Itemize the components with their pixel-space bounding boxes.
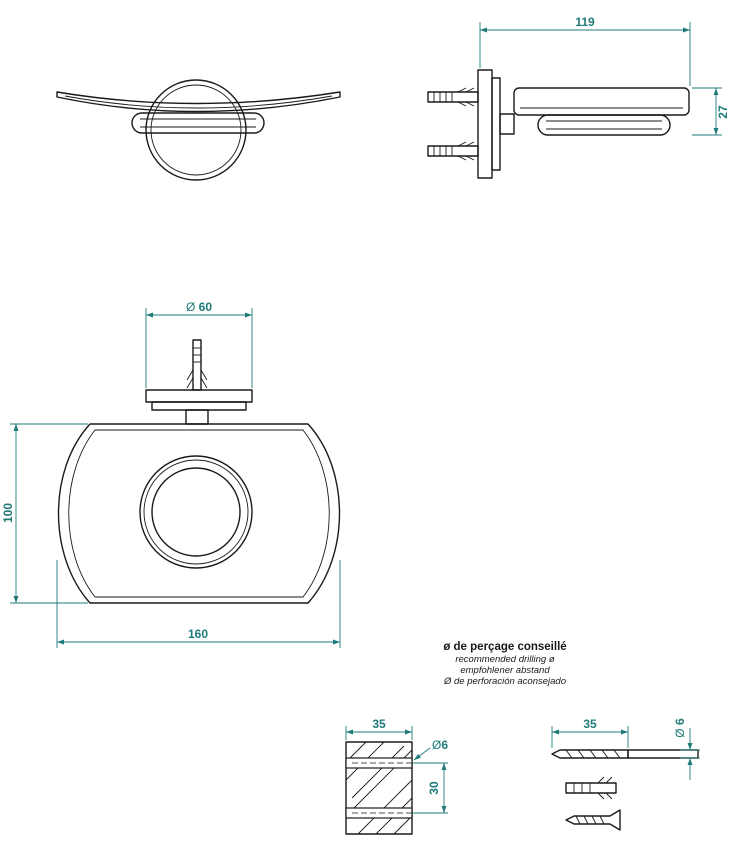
flange-plate [491,77,501,171]
drilling-note-en: recommended drilling ø [455,654,555,665]
drilling-note-title: ø de perçage conseillé [443,641,567,653]
dim-flange-value: 60 [199,300,213,314]
wall-plug [565,776,617,800]
dim-hole-diameter-value: 6 [441,738,448,752]
side-view: 119 27 [427,15,730,179]
top-flange [145,389,253,403]
drilling-note-de: empfohlener abstand [460,665,550,676]
wall-section: 35 Ø6 30 [345,717,448,835]
dim-flange-label: Ø 60 [186,300,212,314]
dim-hole-depth-label: 35 [372,717,386,731]
drilling-note-es: Ø de perforación aconsejado [444,676,566,687]
ring-inner [151,467,241,557]
ring-outer [139,455,253,569]
top-view: Ø 60 100 160 [1,300,341,648]
hardware: 35 Ø 6 [551,717,700,831]
dim-hole-diameter-label: Ø6 [432,738,448,752]
dish-top-edge [56,91,341,113]
screw [565,809,621,831]
dim-depth-label: 119 [575,15,595,29]
dish-inner-edge [64,95,333,109]
wall-plate [477,69,493,179]
dim-height-label: 27 [716,105,730,119]
ring-profile [537,114,671,136]
dim-dish-width-label: 160 [188,627,208,641]
drill-bit [551,749,699,759]
dim-drill-diameter-label: Ø 6 [673,718,687,738]
upper-anchor [427,87,479,107]
top-anchor [186,339,208,391]
arm [499,113,515,135]
dish-outline [57,423,341,604]
dish-inner-outline [68,429,330,598]
lower-anchor [427,141,479,161]
ring-mid [143,459,249,565]
wall-block [345,741,413,835]
top-arm [185,409,209,425]
dim-hole-spacing-label: 30 [427,781,441,795]
drilling-note: ø de perçage conseillé recommended drill… [410,641,600,687]
dim-drill-diameter-value: 6 [673,718,687,725]
flange-outer-ring [145,79,247,181]
flange-inner-ring [150,84,242,176]
front-view [56,79,341,181]
wall-hatching [345,741,413,835]
dim-drill-depth-label: 35 [583,717,597,731]
dim-dish-height-label: 100 [1,503,15,523]
dish-profile [513,87,690,116]
support-ring [131,112,265,134]
top-flange-base [151,401,247,411]
